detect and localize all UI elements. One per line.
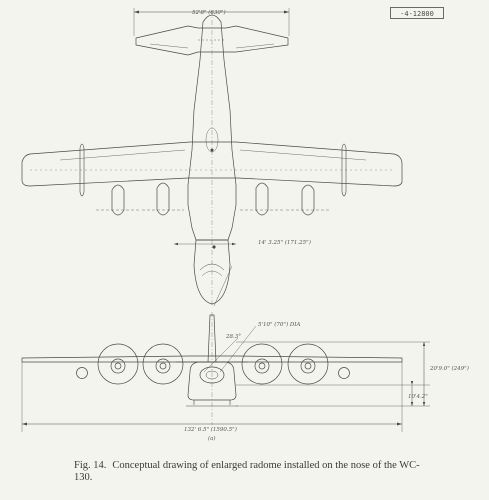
- wing-plan: [21, 141, 403, 187]
- radome-diameter-label: 5'10" (70") DIA: [258, 321, 300, 328]
- figure-caption: Fig. 14.Conceptual drawing of enlarged r…: [74, 460, 434, 484]
- aircraft-drawing: 52'8" (630") 14' 3.25" (171.25") 28.3° 5…: [21, 8, 469, 442]
- radome-angle-label: 28.3°: [225, 334, 241, 340]
- caption-text: Conceptual drawing of enlarged radome in…: [74, 460, 420, 483]
- overall-height-label: 20'9.0" (249"): [429, 365, 469, 372]
- tail-span-label: 52'8" (630"): [192, 9, 226, 16]
- radome-front: [199, 366, 225, 384]
- wingspan-label: 132' 6.5" (1590.5"): [184, 426, 237, 433]
- horizontal-stabilizer: [135, 25, 289, 56]
- plan-view: [21, 8, 403, 307]
- lower-height-label: 10'4.2": [408, 394, 428, 400]
- engine-spinners: [110, 358, 316, 374]
- fuselage-plan: [187, 14, 237, 241]
- figure-label: Fig. 14.: [74, 460, 107, 471]
- document-id-box: -4-12800: [390, 7, 444, 19]
- front-view: [21, 312, 430, 432]
- propeller-discs: [97, 343, 329, 385]
- propeller-blades-plan: [79, 143, 347, 197]
- left-external-tank: [76, 367, 88, 379]
- fuselage-front: [187, 361, 237, 401]
- nose-station-label: 14' 3.25" (171.25"): [258, 239, 311, 246]
- right-external-tank: [338, 367, 350, 379]
- view-label: (a): [208, 435, 216, 442]
